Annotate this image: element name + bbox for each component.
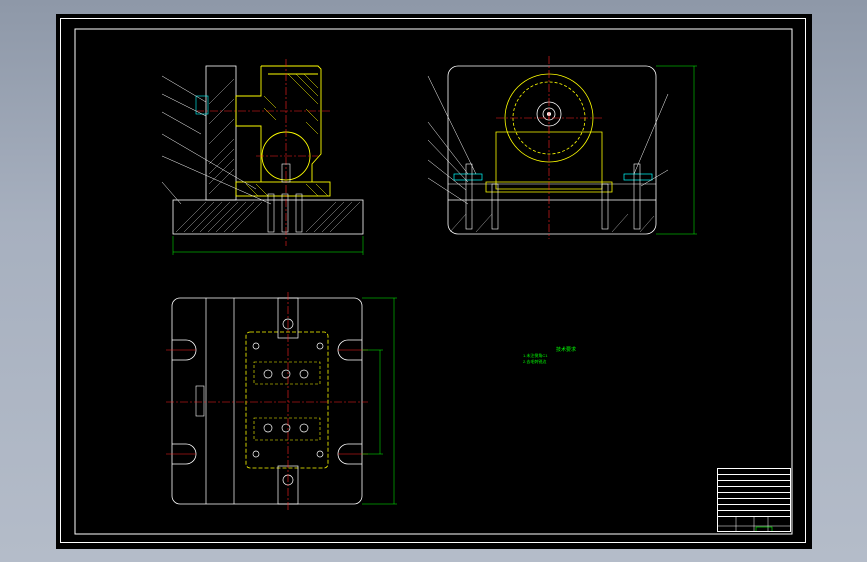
title-block-row (718, 475, 790, 481)
side-leaders (427, 75, 669, 205)
title-block-row (718, 499, 790, 505)
title-block-grid (718, 517, 790, 531)
plan-outline (171, 297, 363, 505)
front-dimension (172, 236, 364, 255)
plan-left-holes (195, 385, 205, 417)
front-centerlines (196, 59, 331, 246)
title-block (717, 468, 791, 532)
upright-outline (205, 65, 237, 201)
bracket-body (235, 65, 331, 197)
plan-dashed-block (245, 331, 329, 469)
inner-frame (74, 28, 793, 535)
tech-notes-heading: 技术要求 (556, 346, 576, 353)
front-leaders (161, 75, 272, 205)
title-block-row (718, 469, 790, 475)
side-bolts (465, 163, 641, 230)
title-block-row (718, 493, 790, 499)
side-view[interactable] (427, 56, 697, 239)
plan-dimensions (362, 297, 397, 505)
side-outline (447, 65, 657, 235)
tech-note-line-2: 2.去毛刺锐边 (523, 358, 546, 364)
side-centerlines (496, 56, 602, 239)
plan-centerlines (166, 292, 368, 510)
drawing-canvas[interactable]: 技术要求 1.未注倒角C1 2.去毛刺锐边 (56, 14, 812, 549)
side-hatch (449, 213, 655, 233)
side-cyan-pad-right (623, 173, 653, 181)
plan-bolt-holes (252, 318, 324, 486)
tech-notes: 技术要求 1.未注倒角C1 2.去毛刺锐边 (523, 346, 576, 364)
drawing-viewport[interactable]: 技术要求 1.未注倒角C1 2.去毛刺锐边 (56, 14, 812, 549)
bracket-hatch (245, 73, 329, 197)
plan-view[interactable] (166, 292, 397, 510)
side-cyan-pad-left (453, 173, 483, 181)
front-bolts (267, 163, 303, 233)
title-block-row (718, 505, 790, 511)
sheet-border (60, 18, 806, 543)
tech-note-line-1: 1.未注倒角C1 (523, 352, 548, 358)
front-section-view[interactable] (161, 59, 364, 255)
title-block-row (718, 487, 790, 493)
base-hatch (175, 78, 361, 233)
title-block-row (718, 511, 790, 517)
side-dimension (656, 65, 697, 235)
title-block-row (718, 481, 790, 487)
